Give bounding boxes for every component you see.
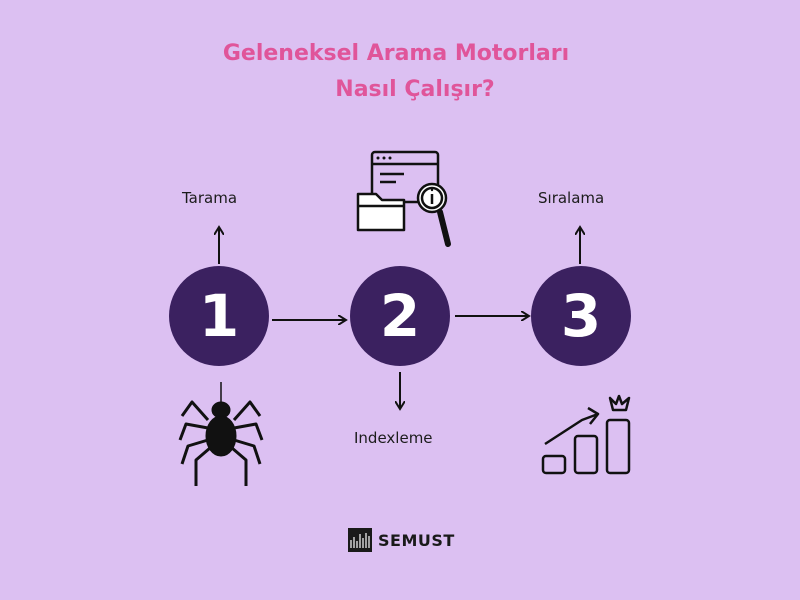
- step-1-label: Tarama: [182, 189, 238, 207]
- title-line-2: Nasıl Çalışır?: [335, 77, 495, 102]
- step-3-circle: 3: [531, 266, 631, 366]
- ranking-chart-icon: [541, 394, 631, 475]
- page-title: Geleneksel Arama Motorları Nasıl Çalışır…: [0, 36, 800, 108]
- title-line-1: Geleneksel Arama Motorları: [222, 41, 570, 66]
- folder-search-icon: [356, 150, 451, 247]
- step-2-circle: 2: [350, 266, 450, 366]
- step-2-number: 2: [379, 282, 421, 350]
- logo-mark-icon: [348, 528, 372, 552]
- step-3-number: 3: [560, 282, 602, 350]
- brand-logo: SEMUST: [348, 526, 455, 554]
- logo-text: SEMUST: [378, 530, 455, 550]
- step-2-label: Indexleme: [354, 429, 433, 447]
- step-1-circle: 1: [169, 266, 269, 366]
- step-1-number: 1: [198, 282, 240, 350]
- step-3-label: Sıralama: [538, 189, 605, 207]
- spider-icon: [178, 382, 264, 486]
